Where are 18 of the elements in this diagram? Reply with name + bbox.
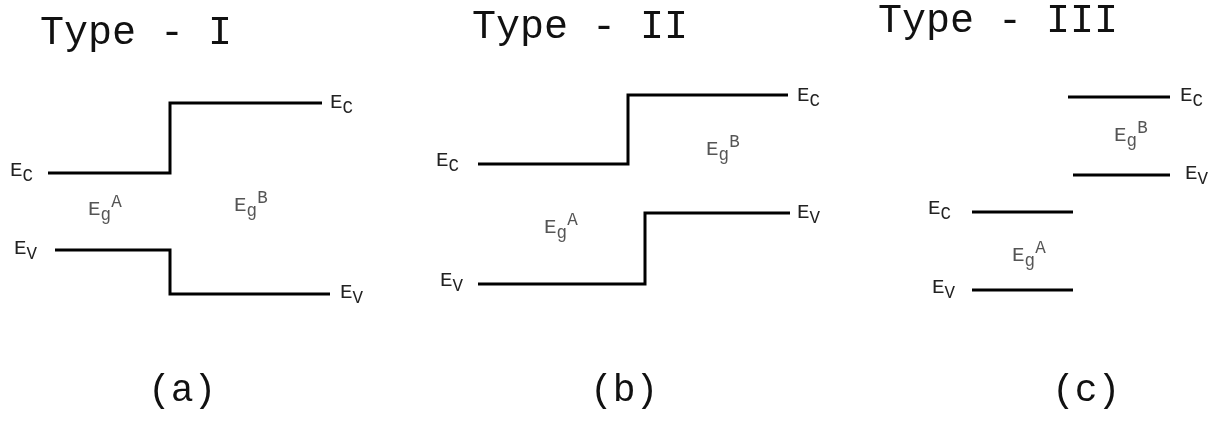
panel-title: Type - III (878, 2, 1119, 42)
panel-letter: (b) (590, 372, 659, 410)
band-label: E$_{V}$ (440, 270, 464, 296)
band-label: E$_{C}$ (797, 85, 821, 111)
band-label: E$_{V}$ (797, 202, 821, 228)
panel-title: Type - II (472, 8, 689, 48)
panel-title: Type - I (40, 14, 233, 54)
band-label: E$_{V}$ (340, 282, 364, 308)
panel-letter: (a) (148, 372, 217, 410)
band-label: E$_{C}$ (928, 198, 952, 224)
band-label: E$_{V}$ (932, 277, 956, 303)
band-label: E$_{V}$ (14, 238, 38, 264)
band-label: E$_{C}$ (330, 92, 354, 118)
panel-letter: (c) (1052, 372, 1121, 410)
band-label: E$_{C}$ (10, 160, 34, 186)
band-label: E$_{V}$ (1185, 163, 1209, 189)
band-label: E$_{C}$ (436, 150, 460, 176)
band-label: E$_{C}$ (1180, 85, 1204, 111)
